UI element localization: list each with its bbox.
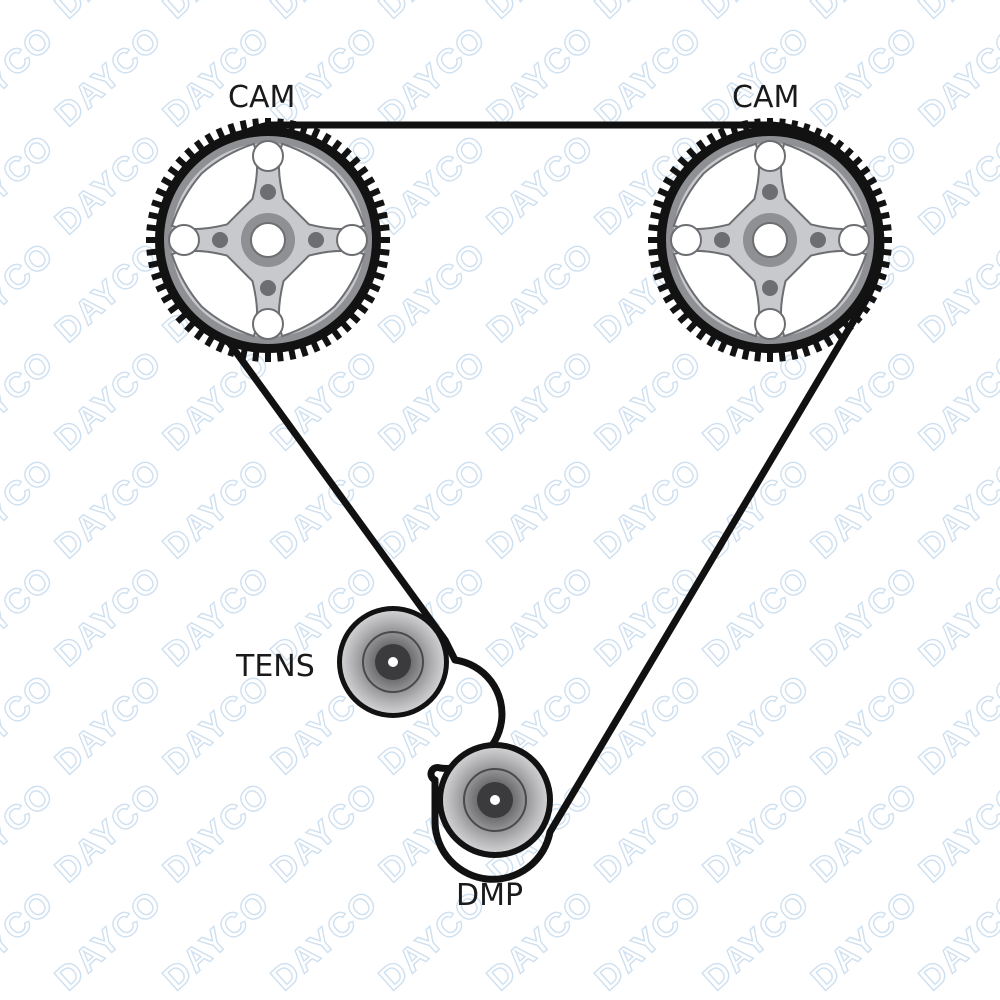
sprocket-spokes <box>670 140 870 340</box>
watermark-text: DAYCO <box>912 775 1000 890</box>
watermark-text: DAYCO <box>804 775 926 890</box>
watermark-text: DAYCO <box>696 775 818 890</box>
watermark-text: DAYCO <box>156 775 278 890</box>
watermark-text: DAYCO <box>372 343 494 458</box>
watermark-text: DAYCO <box>480 235 602 350</box>
watermark-text: DAYCO <box>48 559 170 674</box>
watermark-text: DAYCO <box>480 0 602 26</box>
sprocket-spokes <box>168 140 368 340</box>
watermark-text: DAYCO <box>588 883 710 998</box>
watermark-text: DAYCO <box>804 19 926 134</box>
damper-pulley-icon <box>437 742 553 858</box>
watermark-text: DAYCO <box>48 451 170 566</box>
watermark-text: DAYCO <box>912 343 1000 458</box>
watermark-text: DAYCO <box>696 0 818 26</box>
watermark-text: DAYCO <box>48 883 170 998</box>
watermark-text: DAYCO <box>0 19 62 134</box>
cam-left-label: CAM <box>228 80 295 115</box>
watermark-text: DAYCO <box>372 0 494 26</box>
watermark-text: DAYCO <box>912 235 1000 350</box>
watermark-text: DAYCO <box>156 19 278 134</box>
watermark-text: DAYCO <box>588 667 710 782</box>
watermark-text: DAYCO <box>588 451 710 566</box>
watermark-text: DAYCO <box>912 127 1000 242</box>
watermark-text: DAYCO <box>264 0 386 26</box>
watermark-text: DAYCO <box>480 343 602 458</box>
watermark-text: DAYCO <box>912 0 1000 26</box>
watermark-text: DAYCO <box>588 19 710 134</box>
watermark-text: DAYCO <box>480 559 602 674</box>
watermark-text: DAYCO <box>480 451 602 566</box>
watermark-text: DAYCO <box>48 343 170 458</box>
watermark-text: DAYCO <box>48 775 170 890</box>
watermark-text: DAYCO <box>48 0 170 26</box>
watermark-text: DAYCO <box>0 883 62 998</box>
watermark-text: DAYCO <box>0 127 62 242</box>
watermark-text: DAYCO <box>48 127 170 242</box>
watermark-text: DAYCO <box>156 667 278 782</box>
watermark-text: DAYCO <box>588 0 710 26</box>
watermark-text: DAYCO <box>912 451 1000 566</box>
tensioner-pulley-icon <box>337 606 449 718</box>
watermark-text: DAYCO <box>0 559 62 674</box>
watermark-text: DAYCO <box>696 667 818 782</box>
watermark-text: DAYCO <box>372 127 494 242</box>
watermark-text: DAYCO <box>372 19 494 134</box>
watermark-text: DAYCO <box>48 667 170 782</box>
watermark-text: DAYCO <box>0 451 62 566</box>
watermark-text: DAYCO <box>0 235 62 350</box>
watermark-text: DAYCO <box>912 883 1000 998</box>
watermark-text: DAYCO <box>804 559 926 674</box>
watermark-text: DAYCO <box>696 559 818 674</box>
watermark-text: DAYCO <box>0 343 62 458</box>
watermark-text: DAYCO <box>156 343 278 458</box>
watermark-text: DAYCO <box>372 235 494 350</box>
watermark-text: DAYCO <box>804 451 926 566</box>
watermark-text: DAYCO <box>804 0 926 26</box>
watermark-text: DAYCO <box>156 451 278 566</box>
watermark-text: DAYCO <box>480 19 602 134</box>
watermark-text: DAYCO <box>264 775 386 890</box>
watermark-text: DAYCO <box>912 559 1000 674</box>
watermark-text: DAYCO <box>588 343 710 458</box>
watermark-text: DAYCO <box>804 883 926 998</box>
watermark-text: DAYCO <box>264 19 386 134</box>
damper-label: DMP <box>456 878 523 913</box>
watermark-text: DAYCO <box>696 883 818 998</box>
watermark-text: DAYCO <box>156 883 278 998</box>
watermark-text: DAYCO <box>0 667 62 782</box>
cam-sprocket-icon <box>146 118 390 362</box>
watermark-text: DAYCO <box>48 19 170 134</box>
watermark-text: DAYCO <box>696 451 818 566</box>
cam-sprocket-icon <box>648 118 892 362</box>
watermark-text: DAYCO <box>912 19 1000 134</box>
watermark-text: DAYCO <box>696 19 818 134</box>
cam-right-label: CAM <box>732 80 799 115</box>
watermark-text: DAYCO <box>372 451 494 566</box>
watermark-text: DAYCO <box>480 127 602 242</box>
watermark-text: DAYCO <box>804 667 926 782</box>
watermark-text: DAYCO <box>588 775 710 890</box>
watermark-text: DAYCO <box>0 775 62 890</box>
watermark-text: DAYCO <box>804 343 926 458</box>
watermark-text: DAYCO <box>264 451 386 566</box>
watermark-text: DAYCO <box>588 559 710 674</box>
tensioner-label: TENS <box>235 649 315 684</box>
watermark-text: DAYCO <box>264 883 386 998</box>
watermark-text: DAYCO <box>156 0 278 26</box>
watermark-text: DAYCO <box>912 667 1000 782</box>
